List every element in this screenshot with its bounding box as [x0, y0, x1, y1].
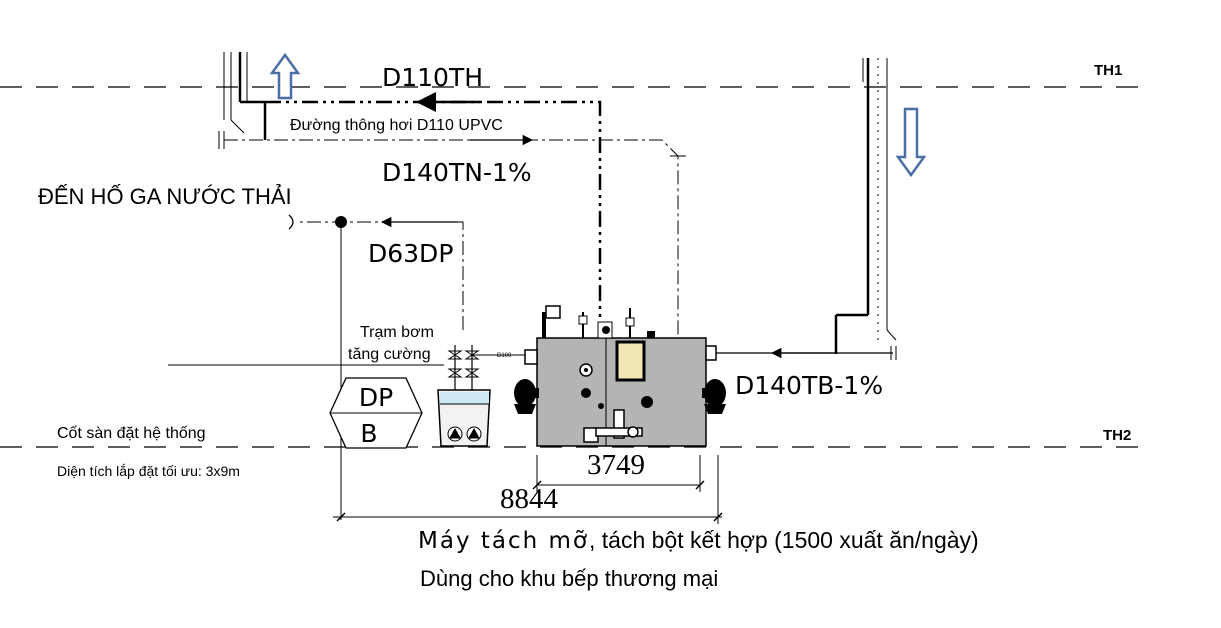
equipment-box-top: DP — [359, 383, 393, 412]
caption-line-1: Máy tách mỡ, tách bột kết hợp (1500 xuất… — [418, 527, 979, 554]
caption-part-1: Máy tách mỡ — [418, 528, 589, 554]
right-riser — [834, 58, 897, 360]
dimension-unit-value: 3749 — [587, 449, 645, 481]
right-inlet-label: D140TB-1% — [735, 371, 883, 400]
caption-part-2: , tách bột kết hợp (1500 xuất ăn/ngày) — [589, 527, 979, 553]
equipment-box-bottom: B — [360, 419, 377, 448]
install-area-label: Diện tích lắp đặt tối ưu: 3x9m — [57, 463, 240, 479]
discharge-junction — [335, 216, 347, 228]
right-motor — [702, 379, 726, 414]
floor-level-label: Cốt sàn đặt hệ thống — [57, 425, 206, 442]
vent-pipe — [265, 92, 602, 330]
level-label-th1: TH1 — [1094, 62, 1122, 79]
top-inlet-label: D140TN-1% — [382, 158, 532, 187]
discharge-pipe — [288, 214, 464, 520]
left-motor — [514, 379, 539, 414]
dimension-total-value: 8844 — [500, 483, 559, 515]
small-pipe-tag: D100 — [497, 353, 512, 359]
dimension-total — [333, 455, 723, 524]
inflow-down-arrow — [895, 107, 927, 178]
top-inlet-pipe — [224, 134, 686, 338]
caption-line-2: Dùng cho khu bếp thương mại — [420, 566, 718, 591]
left-riser — [218, 52, 267, 149]
vent-note: Đường thông hơi D110 UPVC — [290, 117, 503, 134]
level-label-th2: TH2 — [1103, 427, 1131, 444]
dimension-unit — [532, 455, 705, 492]
pump-station-label-2: tăng cường — [348, 346, 431, 363]
to-sewer-label: ĐẾN HỐ GA NƯỚC THẢI — [38, 183, 292, 209]
vent-up-arrow — [269, 52, 301, 100]
pump-station-label-1: Trạm bơm — [360, 324, 434, 341]
vent-pipe-label: D110TH — [382, 63, 483, 92]
pump-station — [437, 345, 535, 447]
discharge-label: D63DP — [368, 239, 453, 268]
grease-separator-unit — [514, 305, 726, 447]
